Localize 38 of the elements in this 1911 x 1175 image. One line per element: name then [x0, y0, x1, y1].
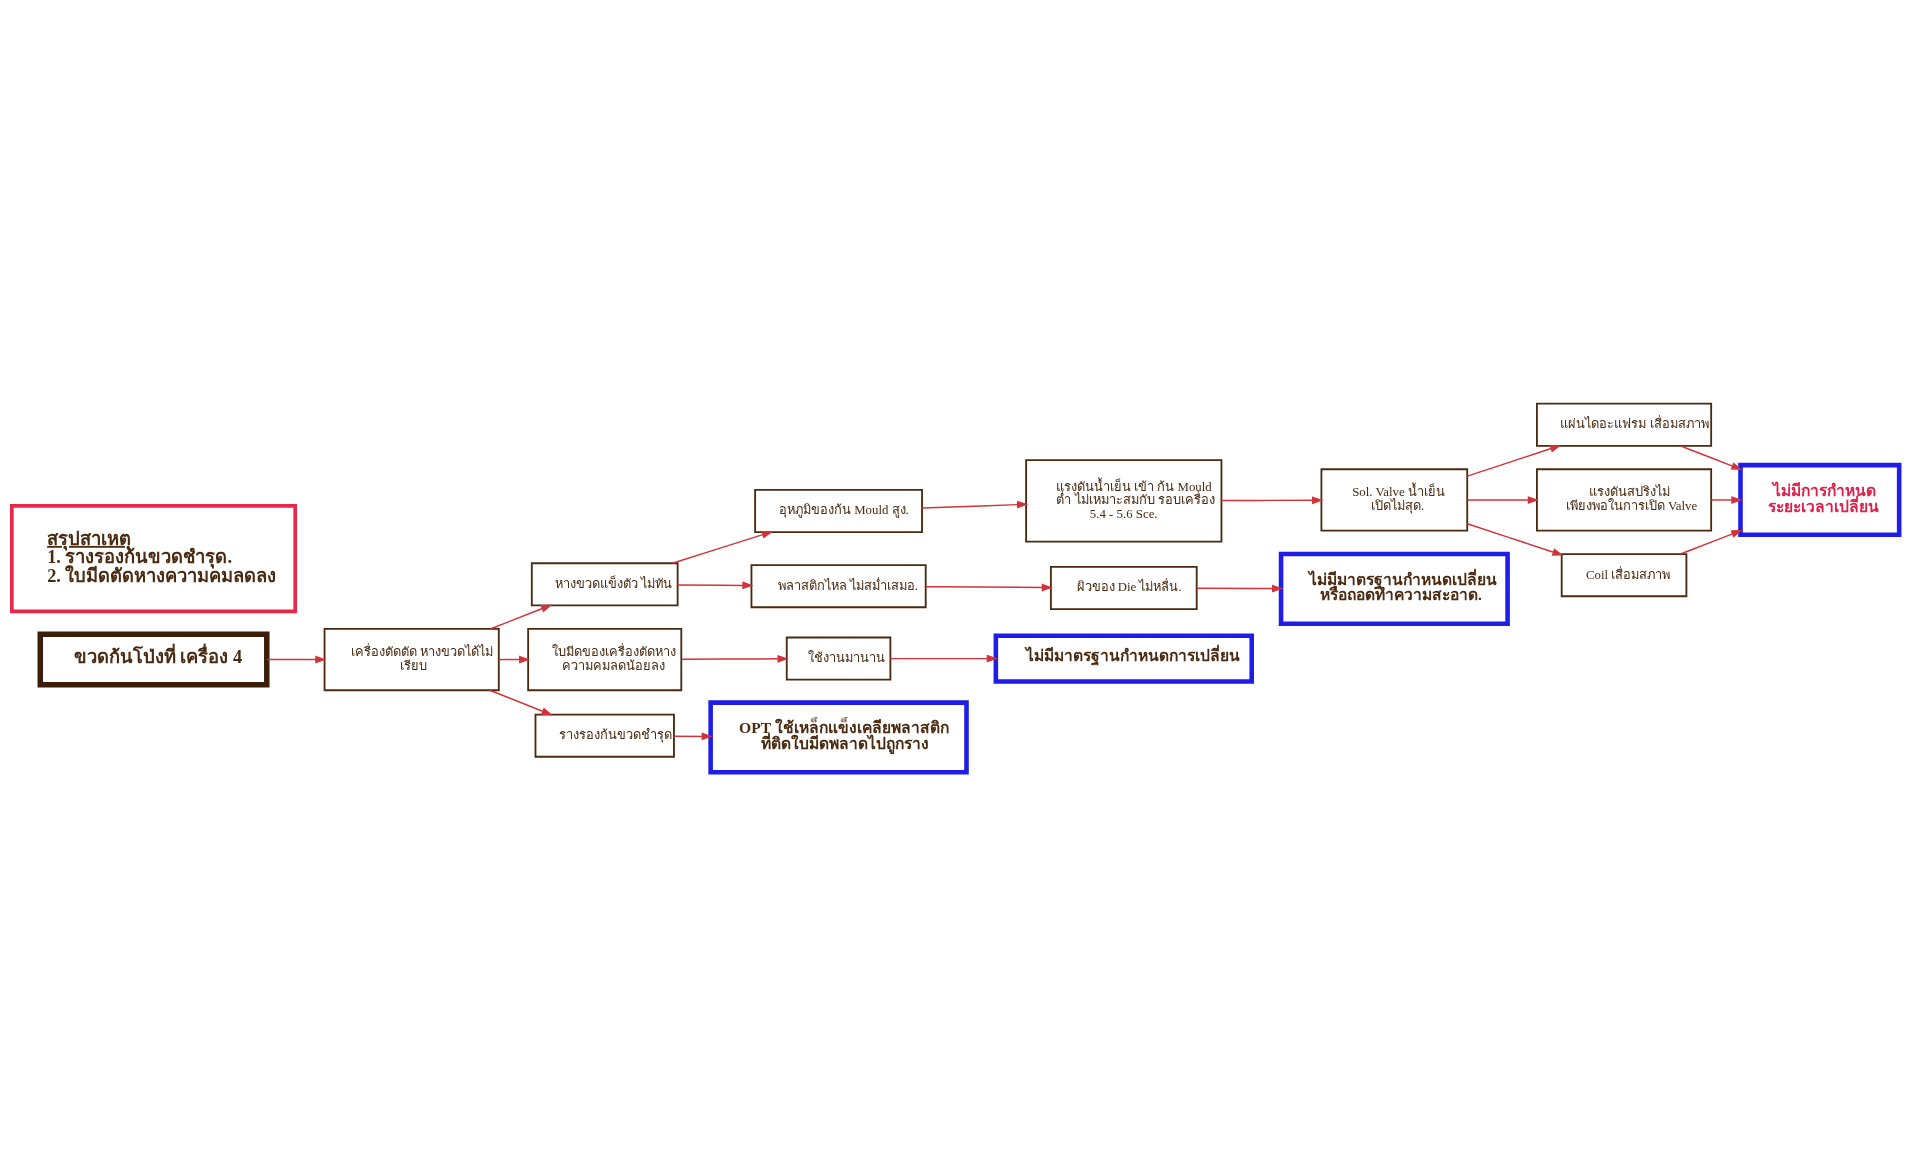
- arrow: [1220, 495, 1324, 504]
- node-box: ใบมีดของเครื่องตัดหาง ความคมลดน้อยลง: [527, 627, 683, 691]
- node-box: แรงดันสปริงไม่ เพียงพอในการเปิด Valve: [1536, 467, 1713, 532]
- arrow: [673, 731, 713, 740]
- arrow: [1466, 495, 1539, 504]
- node-box: อุหภูมิของก้น Mould สูง.: [754, 488, 923, 533]
- node-box: ไม่มีการกำหนด ระยะเวลาเปลี่ยน: [1738, 462, 1902, 537]
- node-box: ผิวของ Die ไม่หลื่น.: [1049, 565, 1198, 610]
- node-box: ขวดก้นโป่งที่ เครื่อง 4: [37, 631, 270, 687]
- node-box: ใช้งานมานาน: [785, 636, 892, 681]
- node-box: สรุปสาเหตุ 1. รางรองก้นขวดชำรุด. 2. ใบมีดตัดหางความคมลดลง: [10, 503, 298, 613]
- arrow: [1679, 529, 1743, 555]
- arrow: [266, 655, 327, 663]
- node-box: เครื่องตัดตัด หางขวดได้ไม่ เรียบ: [323, 627, 500, 691]
- node-box: OPT ใช้เหล็กแข็งเคลียพลาสติก ที่ติดใบมีดพลาดไปถูกราง: [708, 699, 969, 775]
- arrow: [1466, 444, 1562, 477]
- arrow: [889, 654, 998, 663]
- arrow: [1195, 584, 1284, 592]
- arrow: [1466, 522, 1564, 556]
- arrow: [925, 583, 1053, 591]
- node-box: ไม่มีมาตรฐานกำหนดเปลี่ยน หรือถอดทำความสะอาด.: [1278, 551, 1510, 626]
- arrow: [677, 581, 754, 589]
- node-box: ไม่มีมาตรฐานกำหนดการเปลี่ยน: [993, 632, 1254, 684]
- node-box: Coil เสื่อมสภาพ: [1560, 552, 1688, 597]
- node-box: แผ่นไดอะแฟรม เสื่อมสภาพ: [1536, 402, 1713, 447]
- node-box: พลาสติกไหล ไม่สม่ำเสมอ.: [750, 563, 927, 608]
- arrow: [490, 604, 553, 629]
- arrow: [671, 530, 774, 564]
- arrow: [489, 689, 553, 715]
- arrow: [1679, 444, 1743, 470]
- node-box: หางขวดแข็งตัว ไม่ทัน: [530, 561, 679, 606]
- arrow: [921, 500, 1029, 509]
- arrow: [1710, 495, 1743, 504]
- arrow: [680, 654, 789, 663]
- node-box: Sol. Valve น้ำเย็น เปิดไม่สุด.: [1320, 467, 1469, 532]
- node-box: แรงดันน้ำเย็น เข้า ก้น Mould ต่ำ ไม่เหมาะสมกับ รอบเครื่อง 5.4 - 5.6 Sce.: [1025, 458, 1223, 543]
- node-box: รางรองก้นขวดชำรุด: [534, 713, 675, 758]
- arrow: [498, 655, 531, 663]
